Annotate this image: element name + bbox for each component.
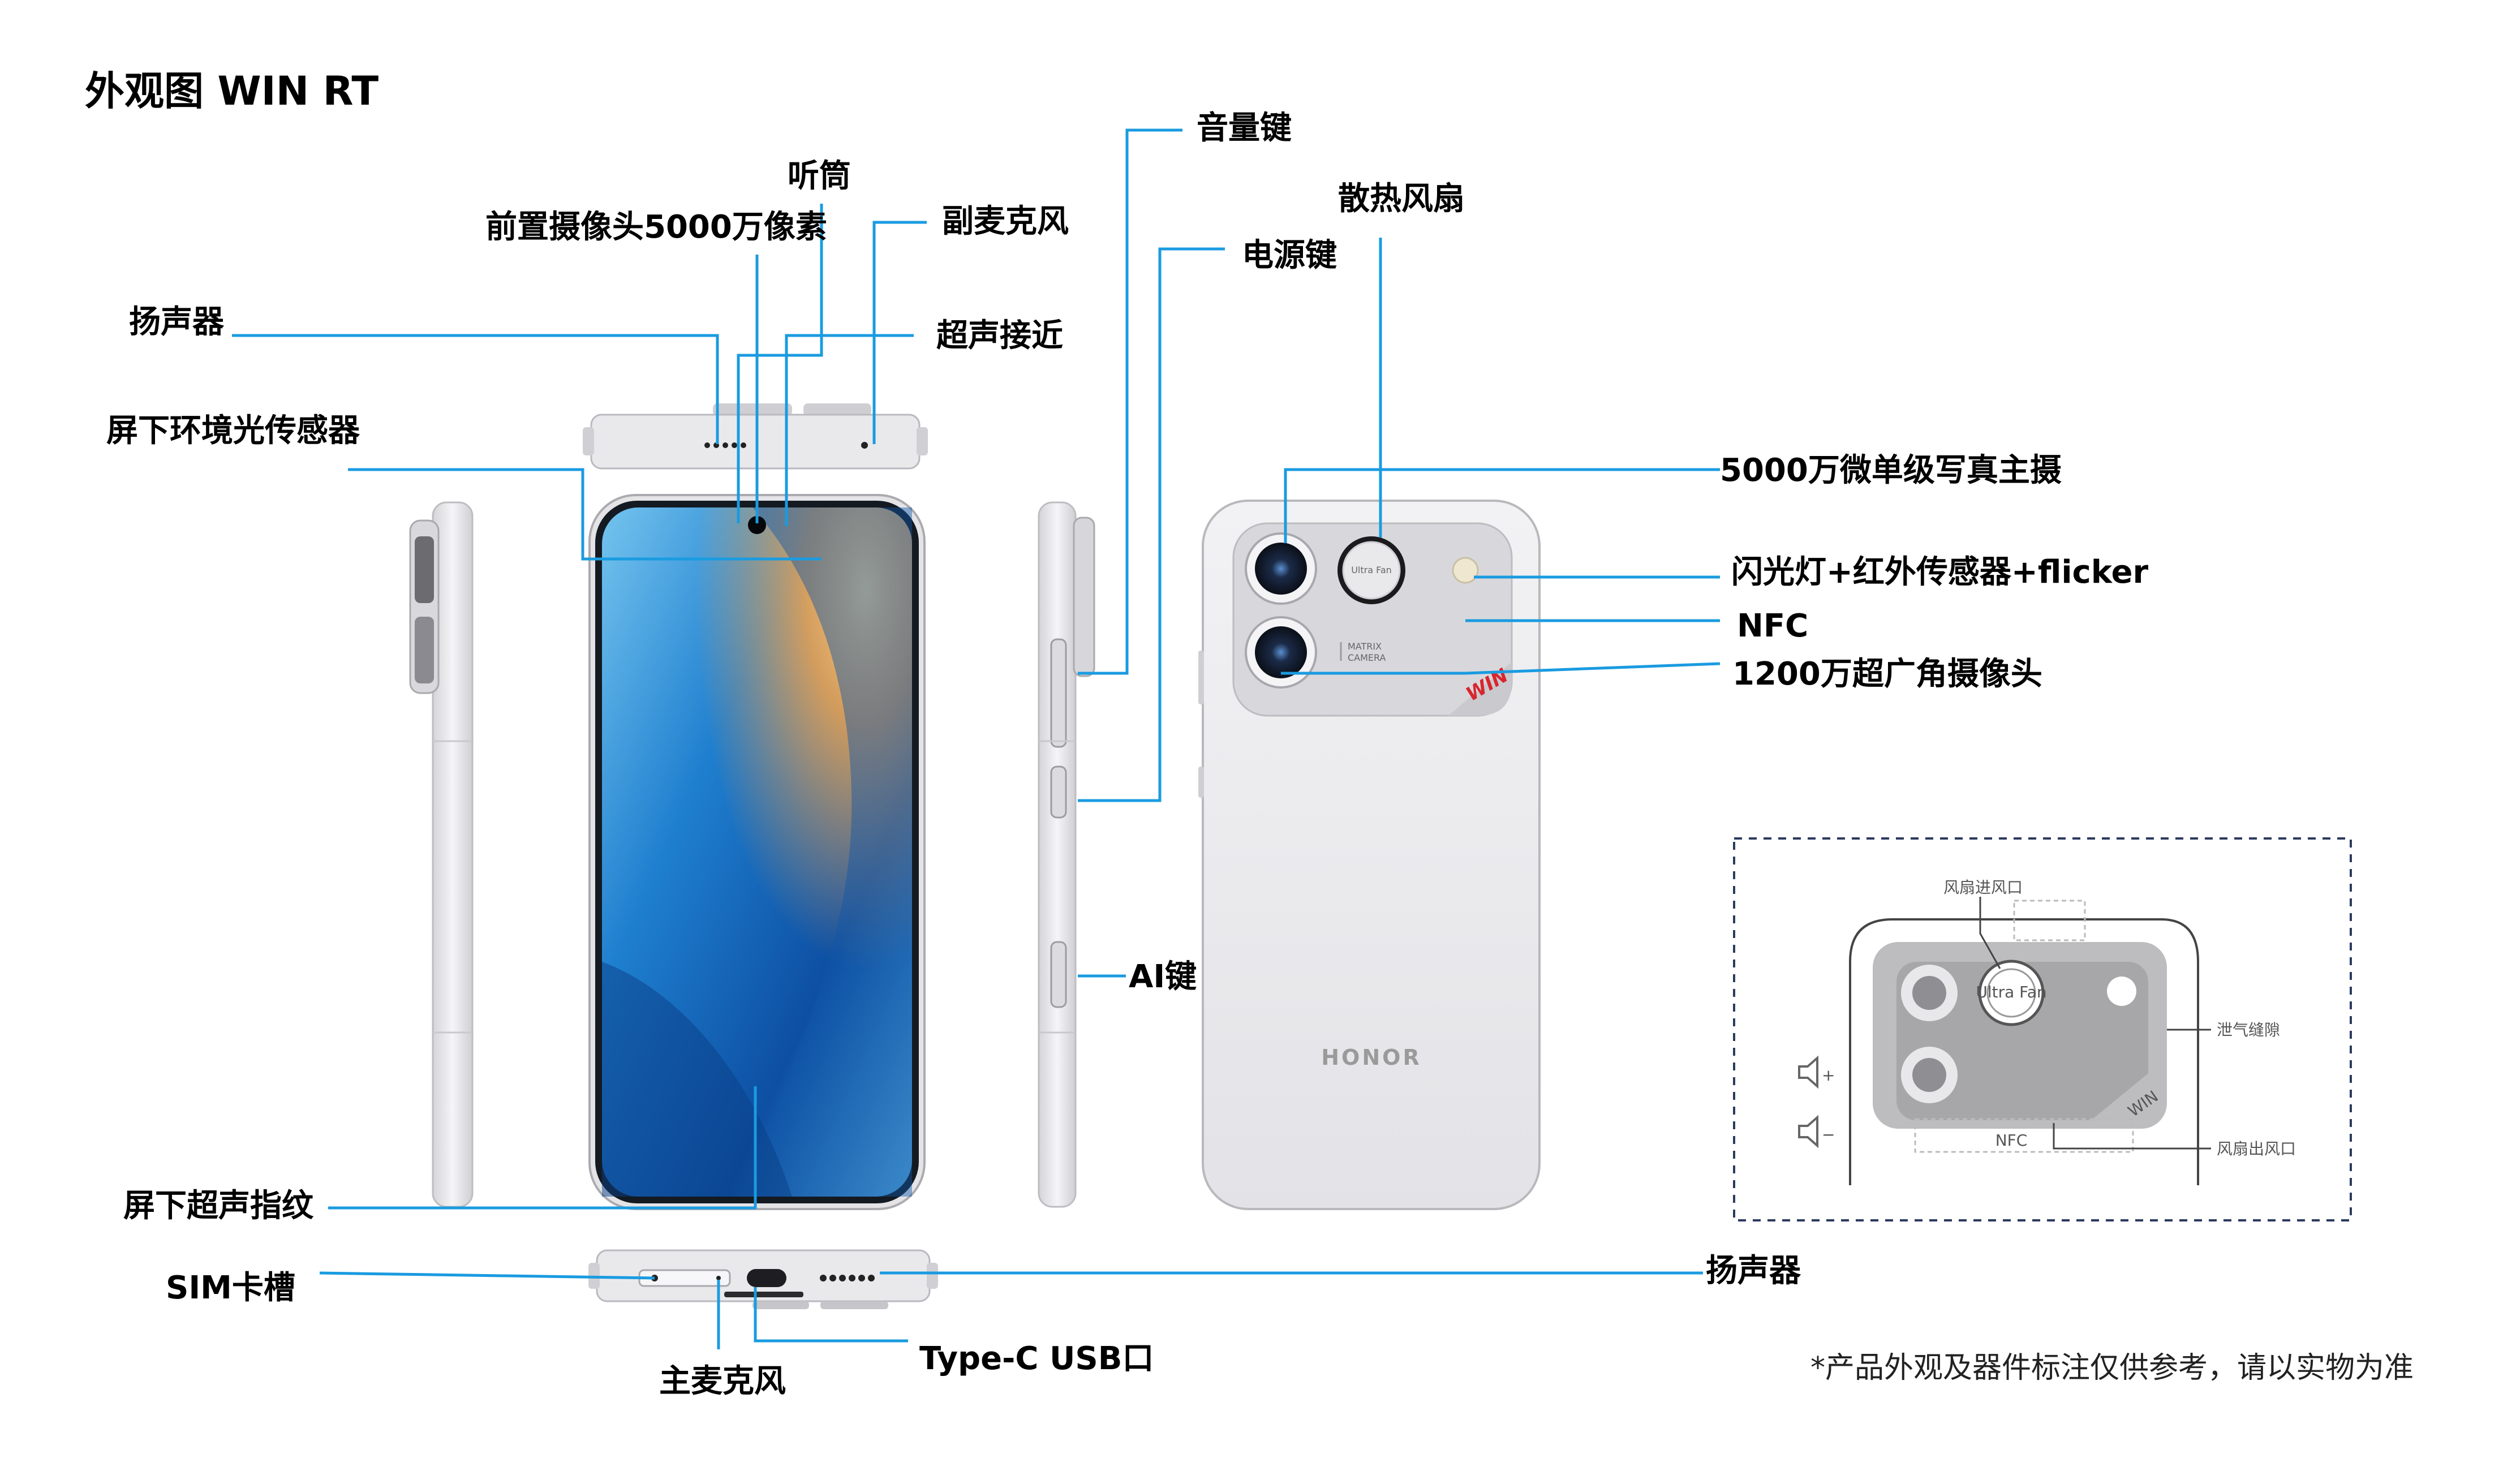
- inset-vol-plus: +: [1822, 1066, 1835, 1085]
- label-flash-ir-flicker: 闪光灯+红外传感器+flicker: [1731, 554, 2148, 591]
- label-secondary-mic: 副麦克风: [942, 203, 1069, 240]
- inset-fan-text: Ultra Fan: [1976, 983, 2046, 1001]
- inset-vent-gap: 泄气缝隙: [2217, 1021, 2280, 1039]
- label-ai-key: AI键: [1129, 958, 1197, 995]
- disclaimer: *产品外观及器件标注仅供参考，请以实物为准: [1810, 1351, 2414, 1385]
- back-brand: HONOR: [1321, 1045, 1421, 1070]
- label-sim-tray: SIM卡槽: [166, 1270, 295, 1306]
- front-camera-hole: [748, 516, 766, 534]
- label-main-mic: 主麦克风: [659, 1363, 786, 1400]
- bottom-edge-view: [588, 1249, 938, 1309]
- label-power-key: 电源键: [1242, 237, 1337, 274]
- label-nfc: NFC: [1737, 608, 1808, 644]
- volume-up-icon: [1798, 1055, 1818, 1089]
- label-fingerprint: 屏下超声指纹: [123, 1188, 314, 1224]
- label-earpiece: 听筒: [788, 158, 851, 195]
- page-title: 外观图 WIN RT: [85, 68, 379, 114]
- label-front-camera: 前置摄像头5000万像素: [485, 209, 827, 246]
- label-speaker-top: 扬声器: [129, 304, 225, 341]
- label-volume-key: 音量键: [1197, 110, 1292, 147]
- back-view: WIN Ultra Fan MATRIX CAMERA HONOR: [1198, 500, 1541, 1210]
- inset-fan-outlet: 风扇出风口: [2217, 1139, 2296, 1158]
- front-view: [588, 494, 926, 1210]
- inset-nfc: NFC: [1995, 1131, 2028, 1150]
- label-ultrawide-camera: 1200万超广角摄像头: [1732, 656, 2042, 692]
- label-speaker-bottom: 扬声器: [1706, 1253, 1801, 1289]
- left-side-view: [409, 501, 474, 1208]
- label-cooling-fan: 散热风扇: [1338, 180, 1465, 217]
- inset-vol-minus: −: [1822, 1125, 1835, 1144]
- volume-down-icon: [1798, 1115, 1818, 1149]
- inset-fan-inlet: 风扇进风口: [1943, 878, 2023, 897]
- label-main-camera: 5000万微单级写真主摄: [1720, 452, 2062, 489]
- back-camera-text-1: MATRIX: [1348, 641, 1382, 652]
- back-camera-text-2: CAMERA: [1348, 652, 1386, 663]
- label-ambient-sensor: 屏下环境光传感器: [106, 412, 360, 449]
- top-edge-view: [583, 403, 928, 470]
- right-side-view: [1038, 501, 1095, 1208]
- label-usb: Type-C USB口: [919, 1340, 1154, 1377]
- callout-lines: [232, 128, 1721, 1349]
- label-ultrasonic-proximity: 超声接近: [936, 317, 1063, 354]
- fan-detail-inset: WIN Ultra Fan NFC + − 风扇进风口 泄气缝隙 风扇出风口: [1733, 837, 2352, 1221]
- back-fan-text: Ultra Fan: [1351, 565, 1392, 575]
- labels: 扬声器 屏下环境光传感器 前置摄像头5000万像素 听筒 副麦克风 超声接近 音…: [106, 110, 2414, 1400]
